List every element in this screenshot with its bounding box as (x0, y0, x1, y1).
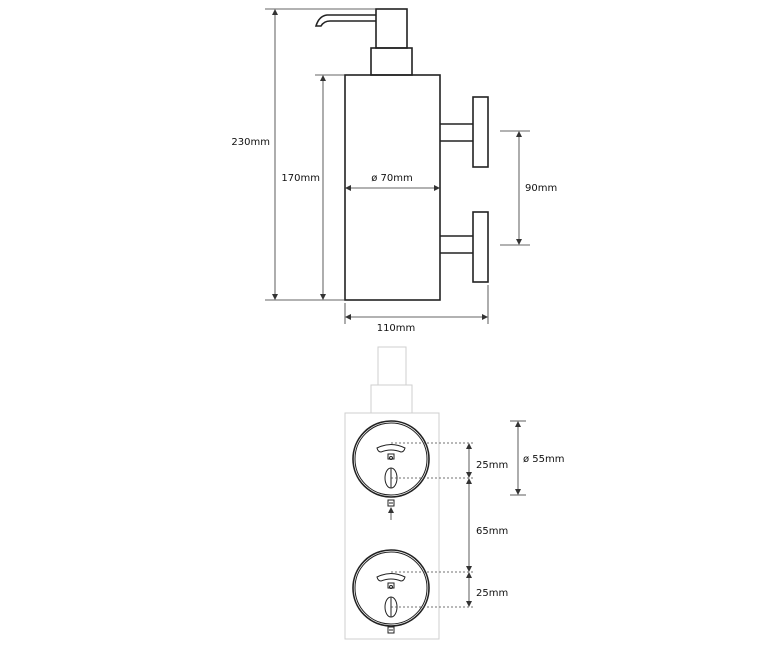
dimension-body-height: 170mm (281, 74, 345, 300)
label-hole-offset-bottom: 25mm (476, 588, 508, 599)
pump-neck-outline (370, 384, 413, 414)
upper-wall-bracket (440, 96, 489, 168)
container-body (344, 74, 441, 301)
pump-head (375, 8, 408, 49)
label-plate-spacing: 65mm (476, 526, 508, 537)
lower-screw-marker (387, 626, 395, 634)
dimension-bracket-spacing: 90mm (500, 130, 557, 246)
pump-spout (314, 14, 376, 27)
container-outline (344, 412, 440, 640)
pump-neck (370, 47, 413, 76)
dimension-plate-diameter: ø 55mm (510, 420, 565, 496)
dimension-hole-offset-bottom: 25mm (466, 572, 508, 607)
dimension-total-height: 230mm (231, 8, 376, 301)
upper-mounting-plate (352, 420, 430, 498)
reference-lines (391, 442, 473, 608)
lower-mounting-plate (352, 549, 430, 627)
label-bracket-spacing: 90mm (525, 183, 557, 194)
pump-head-outline (377, 346, 407, 386)
side-view: 230mm 170mm ø 70mm 90mm 110mm (231, 8, 557, 334)
lower-wall-bracket (440, 211, 489, 283)
label-body-height: 170mm (281, 173, 320, 184)
label-hole-offset-top: 25mm (476, 460, 508, 471)
rear-view: ø 55mm 25mm 65mm 25mm (344, 346, 565, 640)
upper-screw-marker (387, 499, 395, 520)
label-depth: 110mm (377, 323, 416, 334)
label-plate-diameter: ø 55mm (523, 454, 565, 465)
dimension-depth: 110mm (344, 285, 489, 334)
dimension-diameter: ø 70mm (345, 173, 440, 191)
label-total-height: 230mm (231, 137, 270, 148)
dimension-hole-offset-top: 25mm (466, 443, 508, 478)
label-diameter: ø 70mm (371, 173, 413, 184)
dimension-plate-spacing: 65mm (466, 478, 508, 572)
